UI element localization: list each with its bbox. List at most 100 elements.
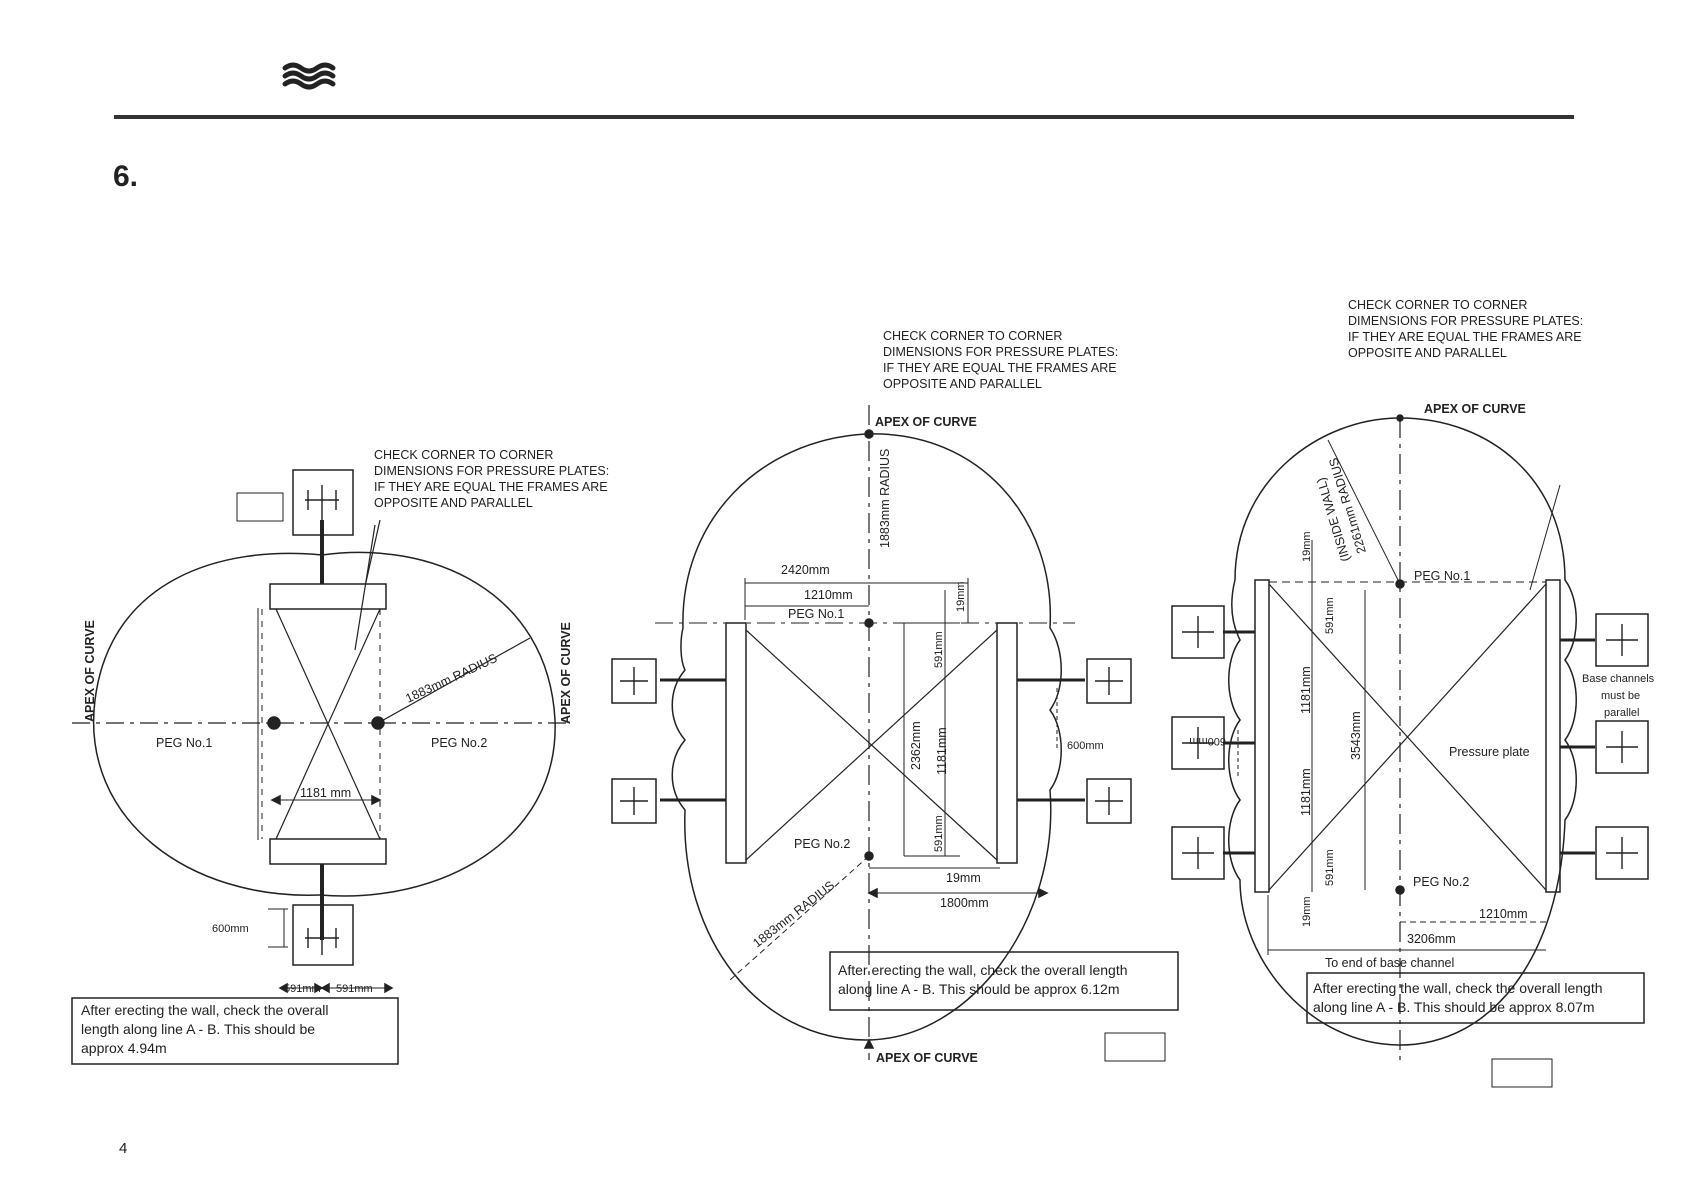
d3-note-line-2: along line A - B. This should be approx … [1313, 999, 1594, 1015]
d2-dim-1800: 1800mm [940, 896, 989, 910]
d1-plate-top [292, 469, 354, 536]
d1-outline-left [92, 552, 323, 896]
d3-check-line-3: IF THEY ARE EQUAL THE FRAMES ARE [1348, 330, 1582, 344]
d3-check-line-1: CHECK CORNER TO CORNER [1348, 298, 1527, 312]
d2-dim-600: 600mm [1067, 740, 1104, 752]
d1-check-line-2: DIMENSIONS FOR PRESSURE PLATES: [374, 464, 609, 478]
d3-base-ch-2: must be [1601, 690, 1640, 702]
d3-frame-left [1254, 579, 1270, 893]
d3-note-box [1306, 972, 1645, 1024]
page-number: 4 [119, 1140, 127, 1157]
d2-marker-box [1104, 1032, 1166, 1062]
d1-check-line-3: IF THEY ARE EQUAL THE FRAMES ARE [374, 480, 608, 494]
diagram-1-text: CHECK CORNER TO CORNER DIMENSIONS FOR PR… [81, 448, 609, 1056]
d3-peg2-label: PEG No.2 [1413, 875, 1469, 889]
d1-check-line-1: CHECK CORNER TO CORNER [374, 448, 553, 462]
d3-peg1-label: PEG No.1 [1414, 569, 1470, 583]
d2-peg1-dot [864, 618, 874, 628]
diagram-1 [71, 469, 568, 1065]
d1-peg2-label: PEG No.2 [431, 736, 487, 750]
d2-dim-2362: 2362mm [909, 721, 923, 770]
d3-dim-1210: 1210mm [1479, 907, 1528, 921]
d3-dim-600: 600mm [1189, 735, 1226, 747]
d2-frame-right [996, 622, 1018, 864]
d2-peg2-label: PEG No.2 [794, 837, 850, 851]
section-number: 6. [113, 160, 138, 193]
d2-note-line-1: After erecting the wall, check the overa… [838, 962, 1128, 978]
d1-apex-left: APEX OF CURVE [83, 620, 97, 722]
d1-note-line-3: approx 4.94m [81, 1040, 167, 1056]
d2-dim-19b: 19mm [946, 871, 981, 885]
d3-frame-right [1545, 579, 1561, 893]
d2-frame-left [725, 622, 747, 864]
d3-dim-3543: 3543mm [1349, 711, 1363, 760]
d3-pressure-plate: Pressure plate [1449, 745, 1530, 759]
d2-note-line-2: along line A - B. This should be approx … [838, 981, 1119, 997]
d2-check-line-3: IF THEY ARE EQUAL THE FRAMES ARE [883, 361, 1117, 375]
d3-outline [1228, 417, 1577, 1046]
header-rule [114, 115, 1574, 119]
d1-dim-591b: 591mm [336, 983, 373, 995]
d3-dim-591b: 591mm [1324, 849, 1336, 886]
d3-check-line-4: OPPOSITE AND PARALLEL [1348, 346, 1507, 360]
d2-dim-1181: 1181mm [935, 727, 949, 775]
d3-plate-l2 [1171, 716, 1225, 770]
d2-apex-bottom: APEX OF CURVE [876, 1051, 978, 1065]
diagram-3 [1171, 414, 1649, 1088]
d2-dim-2420: 2420mm [781, 563, 830, 577]
d1-note-line-1: After erecting the wall, check the overa… [81, 1002, 328, 1018]
d1-frame-bottom [269, 838, 387, 865]
d1-frame-top [269, 583, 387, 610]
d1-dim-1181: 1181 mm [300, 786, 351, 800]
d3-dim-3206: 3206mm [1407, 932, 1456, 946]
d2-radius-bottom: 1883mm RADIUS [750, 878, 837, 950]
d3-plate-r1 [1595, 613, 1649, 667]
d1-note-line-2: length along line A - B. This should be [81, 1021, 315, 1037]
brand-logo [282, 62, 336, 90]
diagram-2 [611, 405, 1179, 1062]
d3-dim-19a: 19mm [1301, 531, 1313, 562]
d1-check-line-4: OPPOSITE AND PARALLEL [374, 496, 533, 510]
d3-dim-1181b: 1181mm [1299, 768, 1313, 816]
d3-note-line-1: After erecting the wall, check the overa… [1313, 980, 1603, 996]
d2-check-line-1: CHECK CORNER TO CORNER [883, 329, 1062, 343]
d3-plate-r2 [1595, 720, 1649, 774]
d2-dim-591a: 591mm [933, 631, 945, 668]
d1-dim-591a: 591mm [284, 983, 321, 995]
d2-plate-r1 [1086, 658, 1132, 704]
d1-radius-label: 1883mm RADIUS [403, 651, 499, 706]
d3-base-ch-1: Base channels [1582, 673, 1655, 685]
d3-check-line-2: DIMENSIONS FOR PRESSURE PLATES: [1348, 314, 1583, 328]
d2-plate-l1 [611, 658, 657, 704]
d1-plate-bottom [292, 904, 354, 966]
d1-peg1-label: PEG No.1 [156, 736, 212, 750]
d2-apex-top: APEX OF CURVE [875, 415, 977, 429]
d3-dim-1181a: 1181mm [1299, 666, 1313, 714]
d3-dim-591a: 591mm [1324, 597, 1336, 634]
d1-outline-right [319, 551, 556, 897]
d3-apex-top: APEX OF CURVE [1424, 402, 1526, 416]
d1-note-box [71, 997, 399, 1065]
d1-peg1-dot [267, 716, 281, 730]
d3-dim-19b: 19mm [1301, 896, 1313, 927]
d2-outline [671, 433, 1062, 1041]
d3-plate-l3 [1171, 826, 1225, 880]
d2-dim-591b: 591mm [933, 815, 945, 852]
d3-plate-l1 [1171, 605, 1225, 659]
d1-dim-600: 600mm [212, 923, 249, 935]
d2-note-box [829, 951, 1179, 1011]
d2-dim-1210: 1210mm [804, 588, 853, 602]
d3-plate-r3 [1595, 826, 1649, 880]
d2-check-line-2: DIMENSIONS FOR PRESSURE PLATES: [883, 345, 1118, 359]
d2-dim-19a: 19mm [955, 581, 967, 612]
d2-check-line-4: OPPOSITE AND PARALLEL [883, 377, 1042, 391]
d3-peg2-dot [1395, 885, 1405, 895]
d3-base-ch-3: parallel [1604, 707, 1639, 719]
d3-marker-box [1491, 1058, 1553, 1088]
d1-marker-box [236, 492, 284, 522]
diagram-2-text: CHECK CORNER TO CORNER DIMENSIONS FOR PR… [750, 329, 1127, 1065]
d2-radius-top: 1883mm RADIUS [878, 449, 892, 548]
d3-to-end: To end of base channel [1325, 956, 1454, 970]
d2-peg1-label: PEG No.1 [788, 607, 844, 621]
